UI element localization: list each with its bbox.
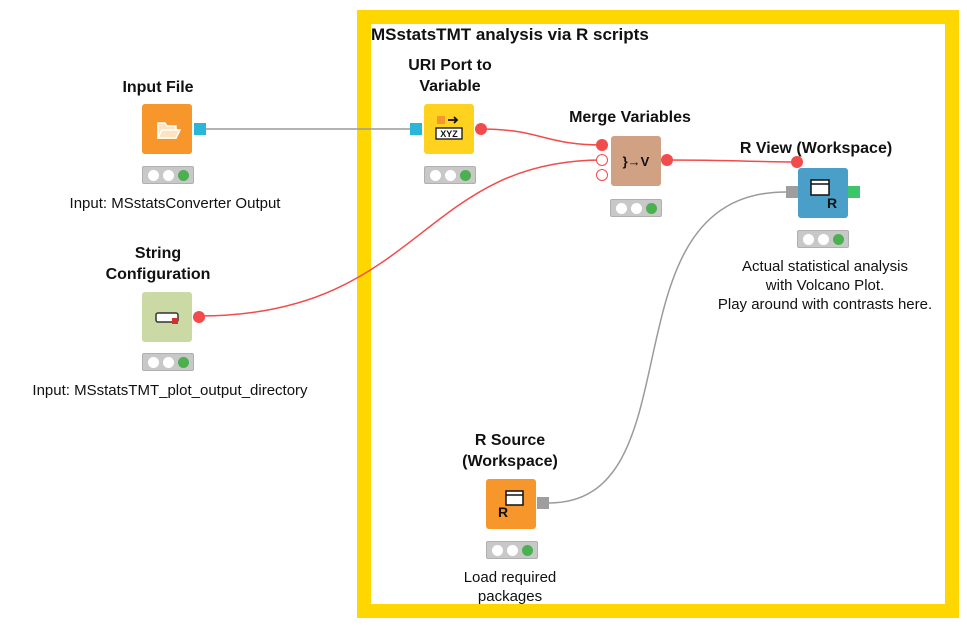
wire-merge-to-rview[interactable] (666, 159, 798, 163)
uri-port-output-port[interactable] (475, 123, 487, 135)
r-source-icon: R (498, 490, 524, 520)
input-file-node[interactable] (142, 104, 192, 154)
merge-status (610, 199, 662, 217)
wire-uri-to-merge[interactable] (480, 128, 603, 146)
merge-input-port-1[interactable] (596, 139, 608, 151)
annotation-title: MSstatsTMT analysis via R scripts (371, 25, 649, 44)
uri-port-to-variable-node[interactable]: XYZ (424, 104, 474, 154)
string-config-output-port[interactable] (193, 311, 205, 323)
node-title-r-view: R View (Workspace) (739, 140, 893, 157)
svg-text:R: R (827, 195, 837, 211)
input-file-description: Input: MSstatsConverter Output (69, 195, 281, 212)
r-source-output-port[interactable] (537, 497, 549, 509)
node-title-string-config: String Configuration (105, 245, 211, 283)
uri-to-variable-icon: XYZ (435, 116, 463, 140)
r-source-workspace-node[interactable]: R (486, 479, 536, 529)
uri-port-input-port[interactable] (410, 123, 422, 135)
merge-icon-text: }→V (623, 154, 650, 169)
node-title-input-file: Input File (122, 79, 194, 96)
r-view-workspace-node[interactable]: R (798, 168, 848, 218)
input-file-output-port[interactable] (194, 123, 206, 135)
r-source-status (486, 541, 538, 559)
merge-input-port-3[interactable] (596, 169, 608, 181)
merge-icon: }→V (623, 154, 650, 169)
r-view-input-port[interactable] (786, 186, 798, 198)
node-title-uri-port: URI Port to Variable (408, 57, 492, 95)
uri-port-status (424, 166, 476, 184)
merge-input-port-2[interactable] (596, 154, 608, 166)
input-file-status (142, 166, 194, 184)
text-field-icon (155, 312, 179, 324)
string-configuration-node[interactable] (142, 292, 192, 342)
uri-icon-text: XYZ (440, 129, 458, 139)
folder-icon (156, 122, 182, 139)
wire-rsource-to-rview[interactable] (548, 191, 787, 504)
merge-output-port[interactable] (661, 154, 673, 166)
wire-config-to-merge[interactable] (198, 159, 603, 317)
r-view-status (797, 230, 849, 248)
node-title-merge-variables: Merge Variables (569, 109, 691, 126)
svg-text:R: R (498, 504, 508, 520)
r-source-description: Load required packages (463, 569, 557, 605)
merge-variables-node[interactable]: }→V (611, 136, 661, 186)
string-config-status (142, 353, 194, 371)
workflow-annotation-box (357, 10, 959, 618)
node-title-r-source: R Source (Workspace) (462, 432, 558, 470)
r-view-variable-port[interactable] (791, 156, 803, 168)
r-view-output-port[interactable] (848, 186, 860, 198)
string-config-description: Input: MSstatsTMT_plot_output_directory (32, 382, 308, 399)
r-view-icon: R (810, 179, 837, 211)
r-view-description: Actual statistical analysis with Volcano… (717, 258, 933, 313)
